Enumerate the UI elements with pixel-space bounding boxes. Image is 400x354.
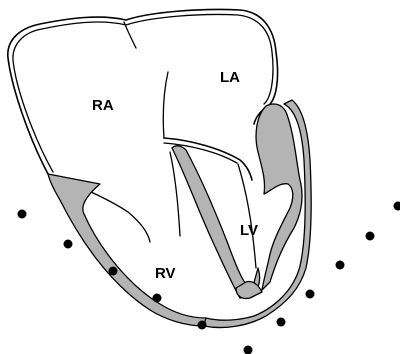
probe-dot xyxy=(277,318,286,327)
rv-free-wall xyxy=(48,174,206,326)
heart-outer-outline-inner xyxy=(13,14,273,172)
probe-dot xyxy=(18,210,27,219)
probe-dot xyxy=(306,290,315,299)
interatrial-septum-top xyxy=(124,22,136,48)
mitral-leaflet-right xyxy=(238,164,256,268)
label-rv: RV xyxy=(155,265,176,282)
probe-dot xyxy=(394,202,400,211)
interatrial-septum xyxy=(163,72,168,138)
probe-dot xyxy=(198,321,207,330)
label-lv: LV xyxy=(240,222,258,239)
probe-dot xyxy=(336,261,345,270)
probe-dot xyxy=(366,232,375,241)
lv-inner-wall xyxy=(256,104,302,290)
label-la: LA xyxy=(220,69,240,86)
mitral-leaflet-left xyxy=(170,152,180,236)
probe-dot xyxy=(244,346,253,354)
label-ra: RA xyxy=(92,97,114,114)
heart-outer-outline xyxy=(8,9,278,174)
probe-dot xyxy=(109,267,118,276)
probe-dot xyxy=(64,240,73,249)
probe-dot xyxy=(153,294,162,303)
